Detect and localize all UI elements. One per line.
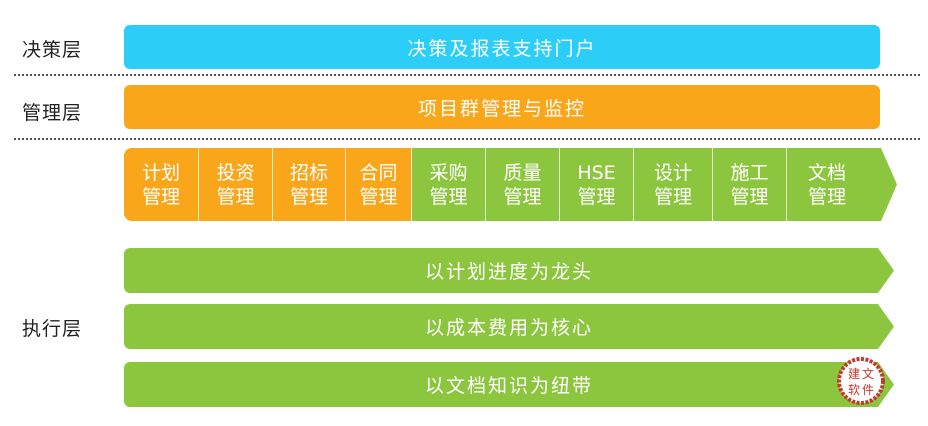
svg-text:软: 软 bbox=[848, 383, 860, 397]
principle-document: 以文档知识为纽带 bbox=[124, 362, 894, 407]
principle-cost: 以成本费用为核心 bbox=[124, 304, 894, 349]
svg-text:件: 件 bbox=[862, 383, 874, 397]
divider-top bbox=[14, 74, 920, 76]
module-strip: 计划管理 投资管理 招标管理 合同管理 采购管理 质量管理 HSE管理 设计管理… bbox=[124, 148, 897, 221]
module-plan: 计划管理 bbox=[124, 148, 199, 221]
module-construction: 施工管理 bbox=[713, 148, 787, 221]
divider-middle bbox=[14, 138, 920, 140]
module-document: 文档管理 bbox=[807, 161, 846, 208]
layer-label-management: 管理层 bbox=[22, 102, 83, 124]
module-contract: 合同管理 bbox=[346, 148, 412, 221]
seal-stamp-icon: 文 建 件 软 bbox=[837, 357, 885, 405]
module-design: 设计管理 bbox=[634, 148, 713, 221]
module-strip-orange-section bbox=[124, 148, 412, 221]
svg-text:建: 建 bbox=[848, 367, 860, 381]
module-hse: HSE管理 bbox=[560, 148, 634, 221]
svg-text:文: 文 bbox=[862, 366, 874, 381]
portal-bar: 决策及报表支持门户 bbox=[124, 25, 880, 69]
module-investment: 投资管理 bbox=[199, 148, 273, 221]
module-bidding: 招标管理 bbox=[273, 148, 346, 221]
principle-schedule: 以计划进度为龙头 bbox=[124, 248, 894, 293]
monitor-bar: 项目群管理与监控 bbox=[124, 85, 880, 129]
module-procurement: 采购管理 bbox=[412, 148, 486, 221]
layer-label-execution: 执行层 bbox=[22, 318, 83, 340]
layer-label-decision: 决策层 bbox=[22, 39, 83, 61]
module-quality: 质量管理 bbox=[486, 148, 560, 221]
